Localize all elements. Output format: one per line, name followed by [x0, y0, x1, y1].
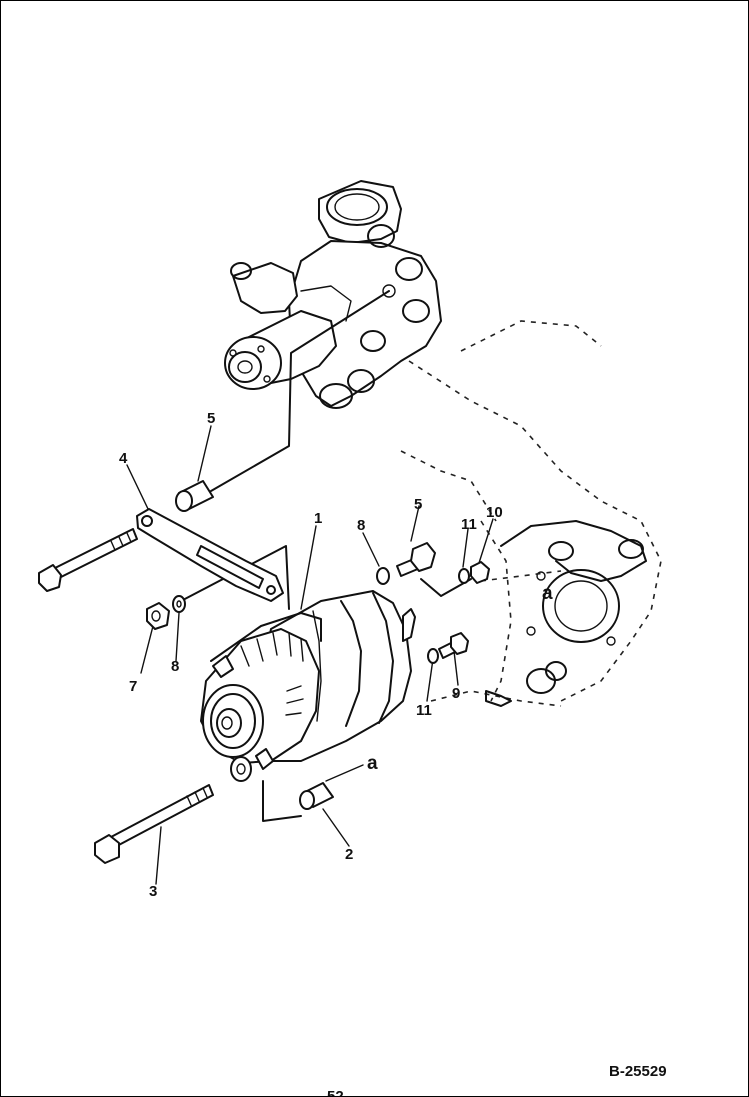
callout-1: 1 — [314, 510, 322, 527]
water-pump — [224, 180, 442, 409]
drawing-code: B-25529 — [609, 1063, 667, 1080]
callout-5-top: 5 — [207, 410, 215, 427]
callout-11-upper: 11 — [461, 516, 477, 533]
callout-a-spacer: a — [367, 753, 378, 774]
callout-8-upper: 8 — [357, 517, 365, 534]
alternator — [200, 590, 416, 782]
callout-labels: 1 2 3 4 5 5 7 8 8 9 10 11 11 a a — [119, 410, 553, 900]
spacer-2 — [299, 782, 334, 810]
callout-9: 9 — [452, 685, 460, 702]
leader-lines — [126, 290, 562, 885]
callout-7: 7 — [129, 678, 137, 695]
spacer-5 — [175, 480, 214, 512]
lower-fasteners — [427, 632, 469, 664]
callout-2: 2 — [345, 846, 353, 863]
page-number: 52 — [327, 1088, 344, 1097]
engine-housing-outline — [400, 320, 662, 707]
mounting-bolt-3 — [94, 784, 214, 864]
callout-5-bolt: 5 — [414, 496, 422, 513]
callout-8-lower: 8 — [171, 658, 179, 675]
callout-4: 4 — [119, 450, 128, 467]
callout-10: 10 — [486, 504, 503, 521]
adjusting-bracket — [136, 508, 284, 602]
callout-3: 3 — [149, 883, 157, 900]
callout-11-lower: 11 — [416, 702, 432, 719]
callout-a-housing: a — [542, 583, 553, 604]
timing-cover — [485, 520, 647, 707]
bracket-bolt — [38, 528, 138, 592]
upper-fasteners — [376, 542, 490, 585]
nut-7-and-washer-8 — [146, 595, 186, 630]
